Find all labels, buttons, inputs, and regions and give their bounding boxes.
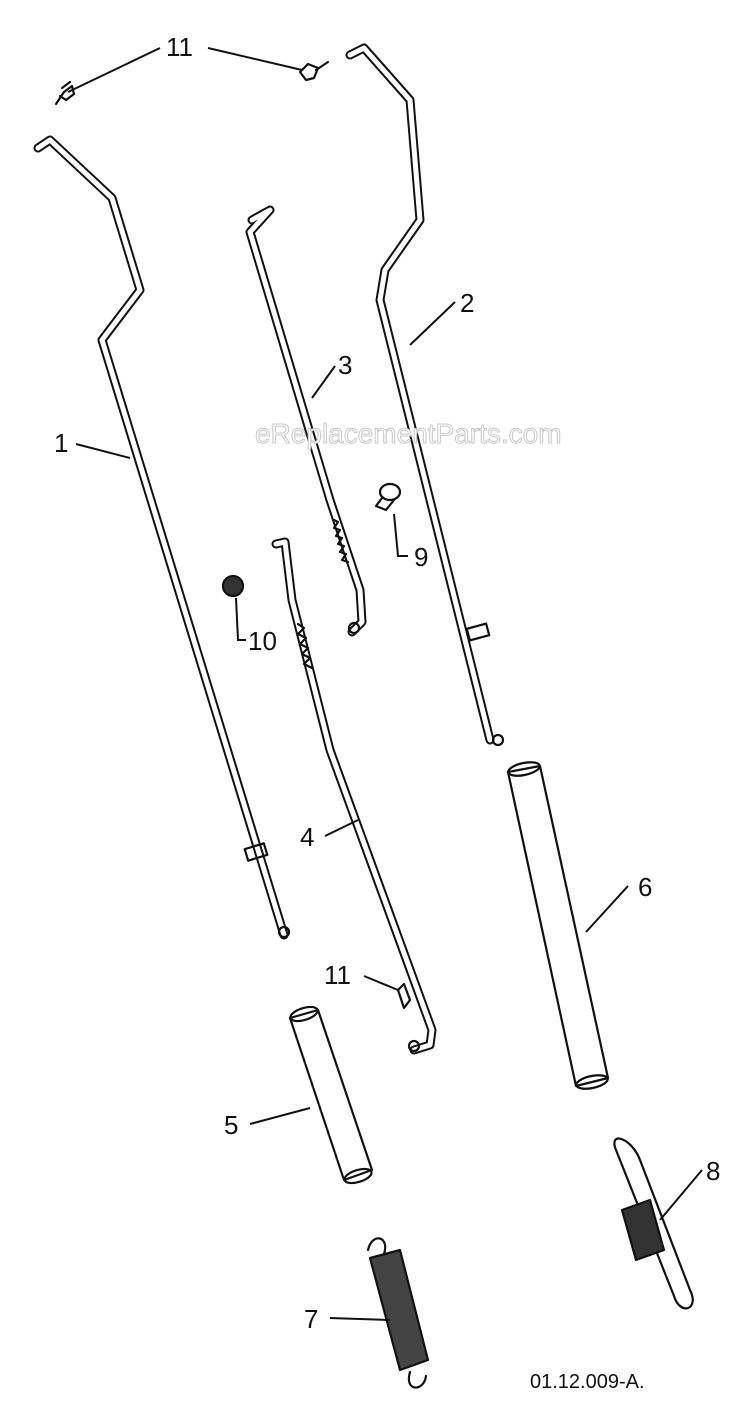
nut-10 <box>221 574 245 598</box>
leader-lines <box>67 47 703 1321</box>
watermark: eReplacementParts.com <box>255 418 562 449</box>
rod-4 <box>271 537 437 1055</box>
label-2: 2 <box>460 288 474 318</box>
label-10: 10 <box>248 626 277 656</box>
spring-8 <box>613 1137 694 1310</box>
label-3: 3 <box>338 350 352 380</box>
tube-6 <box>506 761 610 1090</box>
label-7: 7 <box>304 1304 318 1334</box>
label-5: 5 <box>224 1110 238 1140</box>
rod-1 <box>33 135 291 940</box>
clip-11-left <box>54 80 76 106</box>
drawing-code: 01.12.009-A. <box>530 1371 645 1393</box>
label-4: 4 <box>300 822 314 852</box>
label-1: 1 <box>54 428 68 458</box>
rod-2 <box>345 43 505 747</box>
clip-11-mid <box>396 982 412 1010</box>
label-11-mid: 11 <box>324 960 351 990</box>
clip-11-right <box>298 60 330 82</box>
label-8: 8 <box>706 1156 720 1186</box>
label-6: 6 <box>638 872 652 902</box>
tube-5 <box>288 1005 374 1185</box>
label-11-top: 11 <box>166 32 193 62</box>
label-9: 9 <box>414 542 428 572</box>
pin-9 <box>374 482 402 512</box>
spring-7 <box>366 1237 430 1389</box>
rod-3 <box>245 205 367 637</box>
